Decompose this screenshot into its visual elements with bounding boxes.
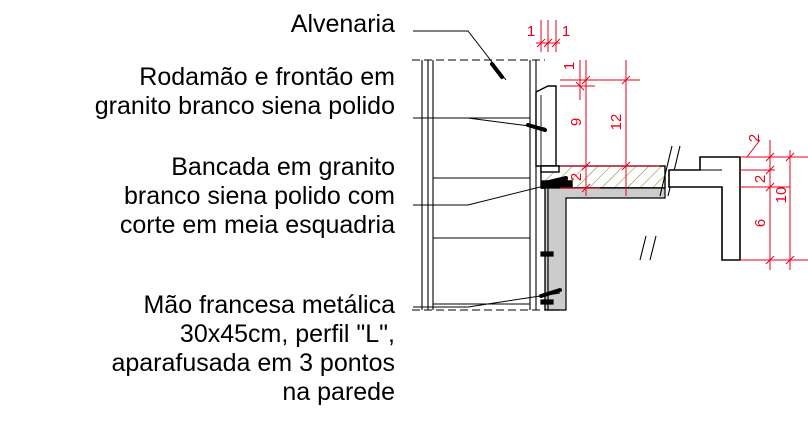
label-bancada-line-1: Bancada em granito xyxy=(171,153,395,181)
label-bancada-line-3: corte em meia esquadria xyxy=(119,211,395,239)
label-mao-francesa-line-4: na parede xyxy=(282,378,395,406)
label-mao-francesa-line-3: aparafusada em 3 pontos xyxy=(111,349,395,377)
dim-2-left: 2 xyxy=(568,173,585,181)
dim-6: 6 xyxy=(752,219,769,227)
label-rodamao: Rodamão e frontão em granito branco sien… xyxy=(95,63,395,121)
metal-bracket xyxy=(540,188,560,311)
dim-9: 9 xyxy=(568,118,585,126)
dim-1-left: 1 xyxy=(527,23,535,40)
dim-10: 10 xyxy=(773,187,790,204)
countertop-slab xyxy=(540,165,666,189)
leader-ticks xyxy=(490,62,568,298)
label-mao-francesa-line-1: Mão francesa metálica xyxy=(143,291,395,319)
label-mao-francesa: Mão francesa metálica 30x45cm, perfil "L… xyxy=(111,291,395,407)
label-rodamao-line-2: granito branco siena polido xyxy=(94,92,395,120)
label-bancada-line-2: branco siena polido com xyxy=(124,182,395,210)
granite-backsplash xyxy=(535,85,557,167)
label-rodamao-line-1: Rodamão e frontão em xyxy=(139,63,395,91)
dimension-labels: 1 1 1 9 12 2 2 2 10 6 xyxy=(527,23,790,227)
dim-1-right: 1 xyxy=(562,23,570,40)
masonry-wall xyxy=(412,59,545,311)
label-alvenaria: Alvenaria xyxy=(290,10,395,38)
label-mao-francesa-line-2: 30x45cm, perfil "L", xyxy=(179,320,395,348)
dimension-lines xyxy=(536,20,808,270)
support-body xyxy=(544,187,666,311)
label-bancada: Bancada em granito branco siena polido c… xyxy=(120,153,395,240)
dim-12: 12 xyxy=(608,114,625,131)
break-lines xyxy=(639,145,681,261)
front-edge-detail xyxy=(668,156,741,261)
dim-1-vertical: 1 xyxy=(561,62,578,70)
dim-2-right: 2 xyxy=(752,175,769,183)
dim-2-right-top: 2 xyxy=(746,134,763,142)
